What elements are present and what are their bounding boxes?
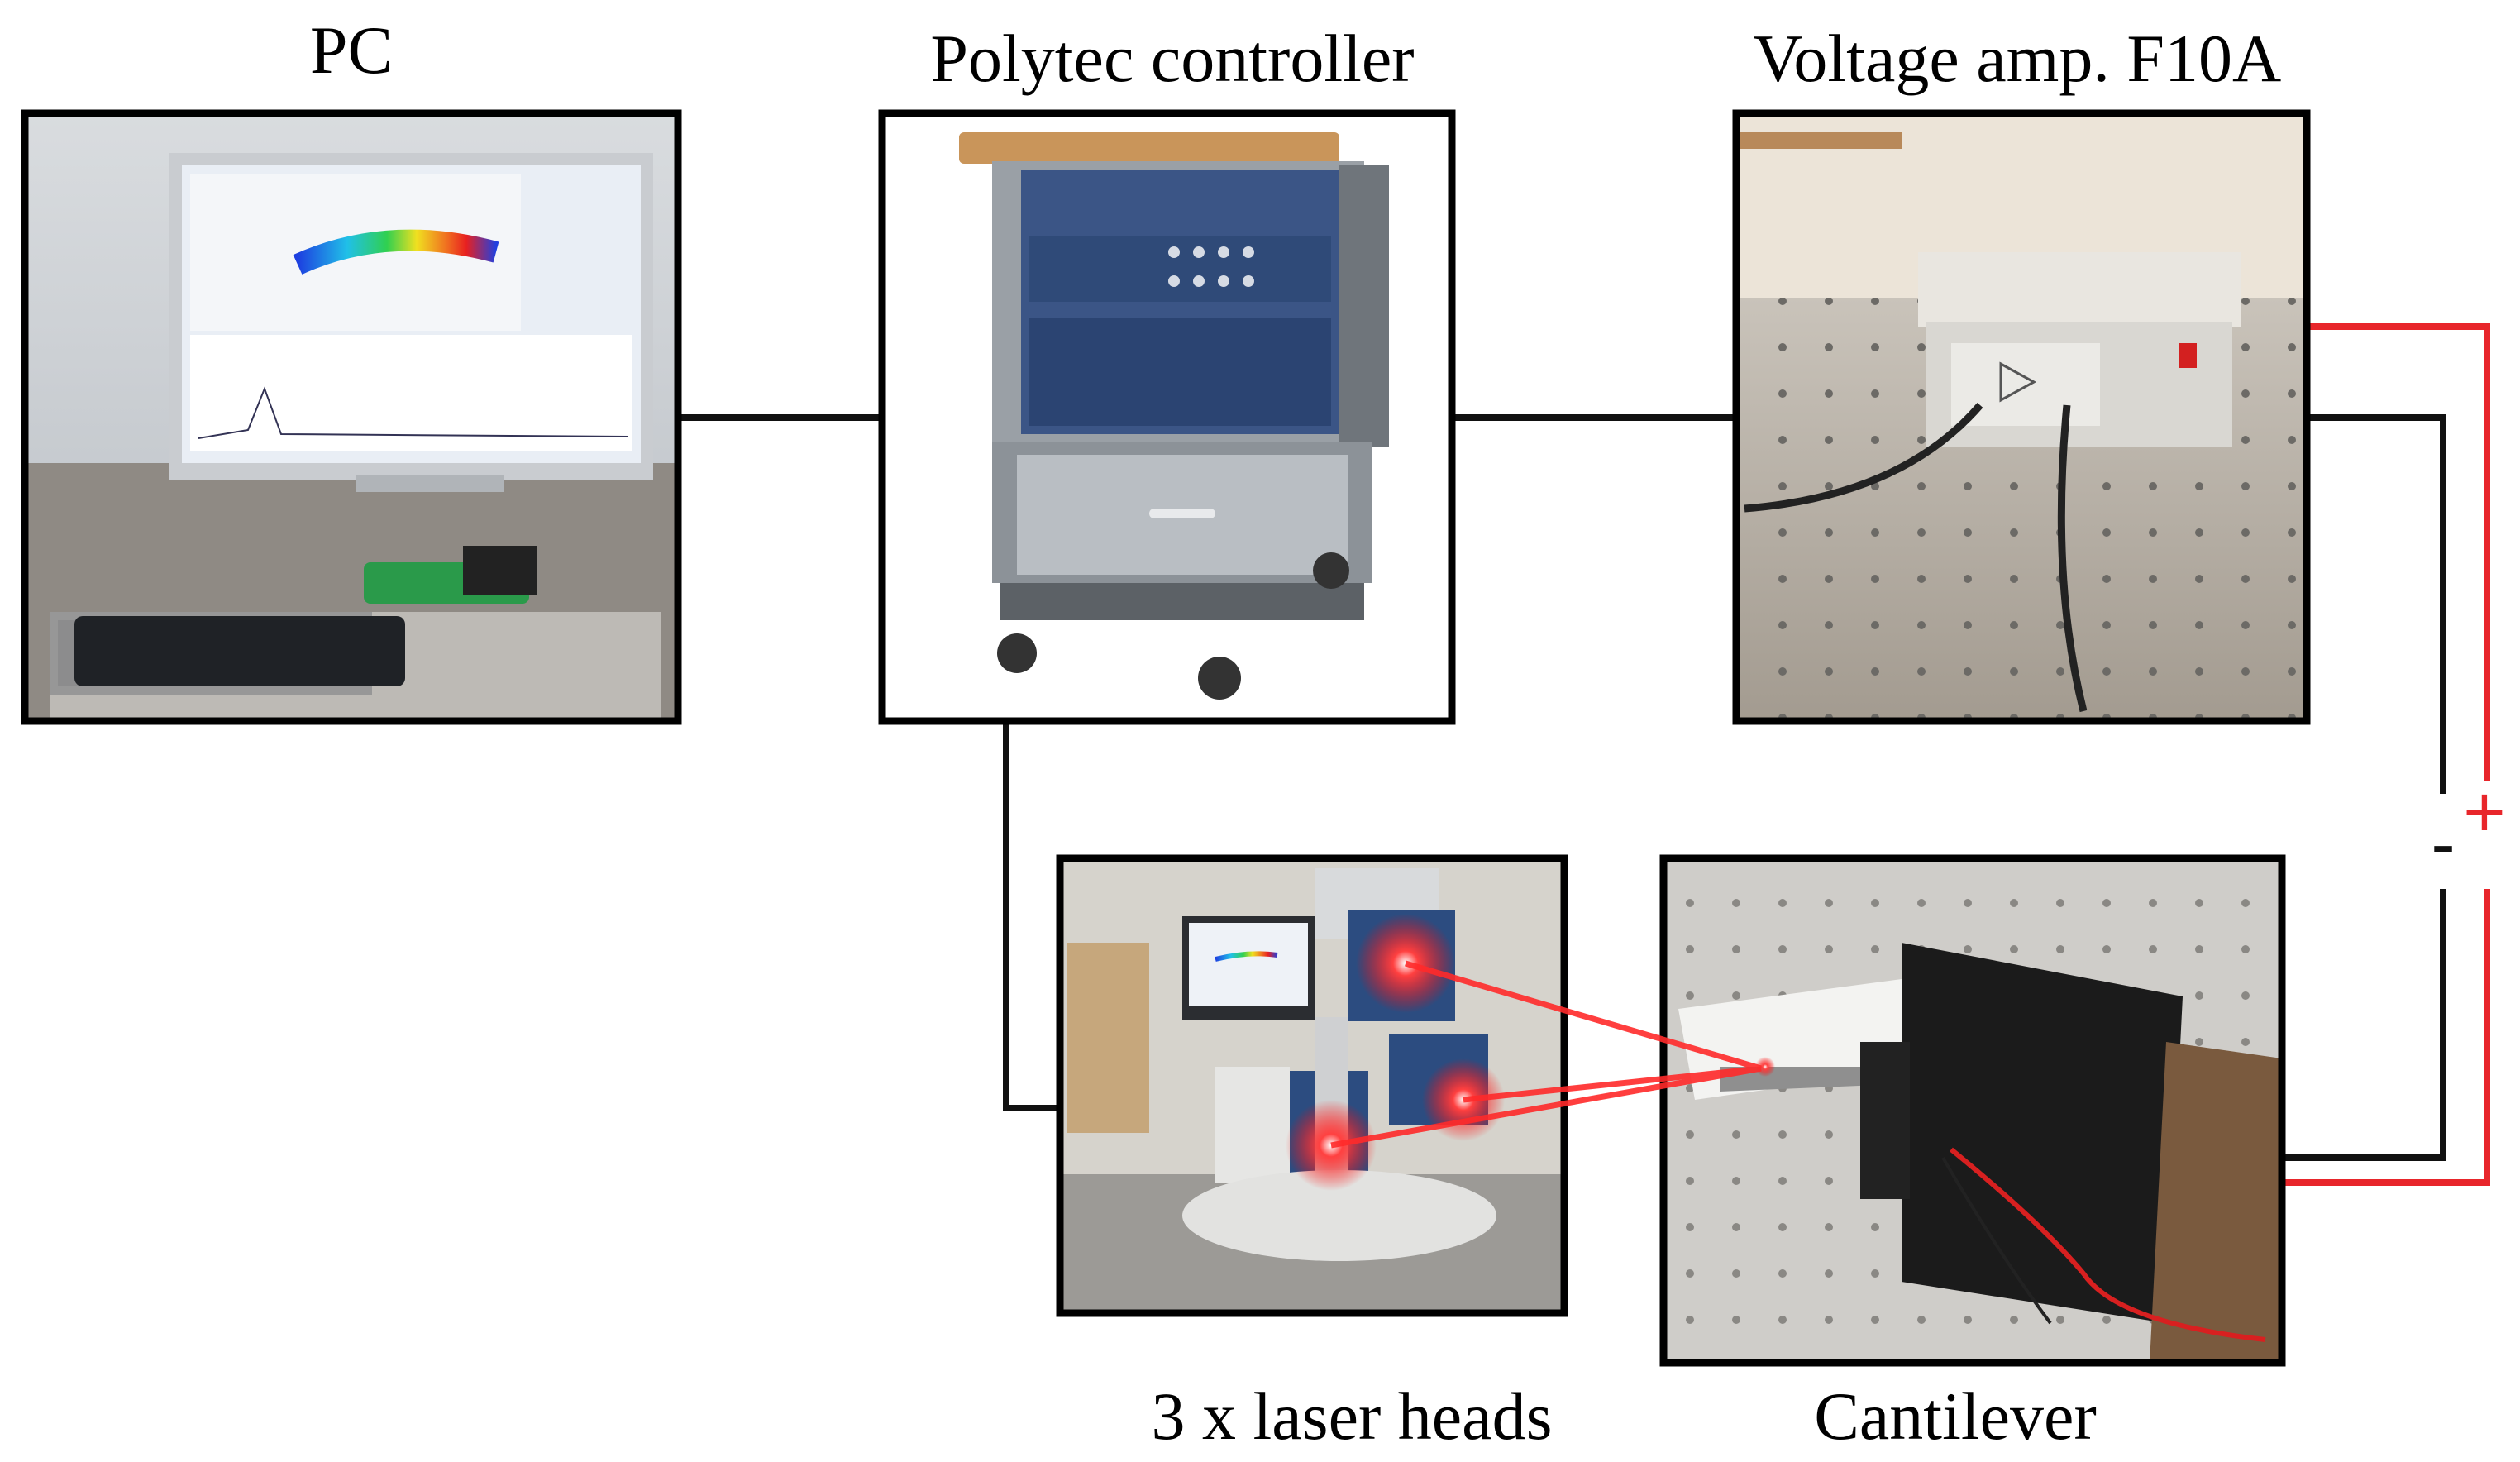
- laser-beam: [1330, 1065, 1762, 1149]
- wire-positive-lower: [2282, 889, 2490, 1186]
- wire-negative: [2307, 414, 2446, 794]
- wire-controller-laser: [1003, 721, 1060, 1111]
- amplifier-photo: [1736, 113, 2307, 721]
- laser-beam: [1405, 960, 1762, 1072]
- amplifier-label: Voltage amp. F10A: [1754, 21, 2282, 96]
- polarity-plus: +: [2463, 771, 2505, 853]
- laser-beams: [1330, 960, 1762, 1149]
- connection-wires: [678, 323, 2490, 1186]
- cantilever-label: Cantilever: [1814, 1378, 2097, 1454]
- amplifier-frame: [1732, 109, 2311, 725]
- cantilever-frame: [1659, 854, 2286, 1367]
- controller-photo: [882, 113, 1452, 721]
- controller-label: Polytec controller: [930, 21, 1414, 96]
- laser-beam: [1463, 1065, 1762, 1103]
- polarity-minus: -: [2431, 802, 2455, 884]
- laser-heads-label: 3 x laser heads: [1152, 1378, 1553, 1454]
- controller-frame: [878, 109, 1456, 725]
- pc-frame: [21, 109, 682, 725]
- pc-label: PC: [310, 12, 393, 88]
- laser-heads-frame: [1056, 854, 1568, 1317]
- wire-negative-lower: [2282, 889, 2446, 1161]
- cantilever-photo: [1663, 858, 2282, 1363]
- laser-heads-photo: [1060, 858, 1564, 1313]
- pc-photo: [25, 113, 678, 721]
- wire-positive: [2307, 323, 2490, 781]
